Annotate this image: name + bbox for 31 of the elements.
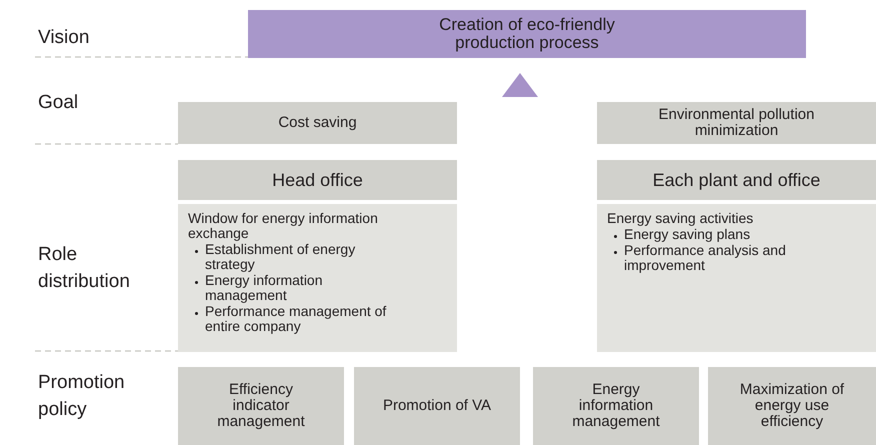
- policy-box: [708, 367, 876, 445]
- box-label: Each plant and office: [652, 170, 820, 190]
- box-label: Environmental pollution minimization: [658, 107, 816, 139]
- row-label: Goal: [38, 91, 80, 115]
- goal-box: [178, 102, 457, 144]
- vision-box: [248, 10, 806, 58]
- box-label: Head office: [272, 170, 363, 190]
- box-label: Creation of eco-friendly production process: [438, 16, 616, 52]
- box-label: Maximization of energy use efficiency: [738, 382, 846, 430]
- body-text: Window for energy information exchange: [188, 211, 379, 241]
- bullet-text: Energy information management: [205, 273, 324, 303]
- bullet-text: Establishment of energy strategy: [205, 242, 356, 272]
- bullet-text: Performance analysis and improvement: [624, 243, 787, 273]
- policy-box: [533, 367, 699, 445]
- row-label: Role distribution: [38, 243, 131, 294]
- row-label: Promotion policy: [38, 371, 126, 422]
- box-label: Energy information management: [571, 382, 661, 430]
- header-box: [178, 160, 457, 200]
- policy-box: [178, 367, 344, 445]
- bullet-text: Energy saving plans: [624, 227, 750, 242]
- box-label: Promotion of VA: [382, 398, 492, 414]
- box-label: Efficiency indicator management: [216, 382, 306, 430]
- policy-box: [354, 367, 520, 445]
- box-label: Cost saving: [278, 115, 357, 131]
- content-panel: [178, 204, 457, 352]
- content-panel: [597, 204, 876, 352]
- goal-box: [597, 102, 876, 144]
- row-label: Vision: [38, 26, 90, 50]
- bullet-text: Performance management of entire company: [205, 304, 388, 334]
- body-text: Energy saving activities: [607, 211, 754, 226]
- header-box: [597, 160, 876, 200]
